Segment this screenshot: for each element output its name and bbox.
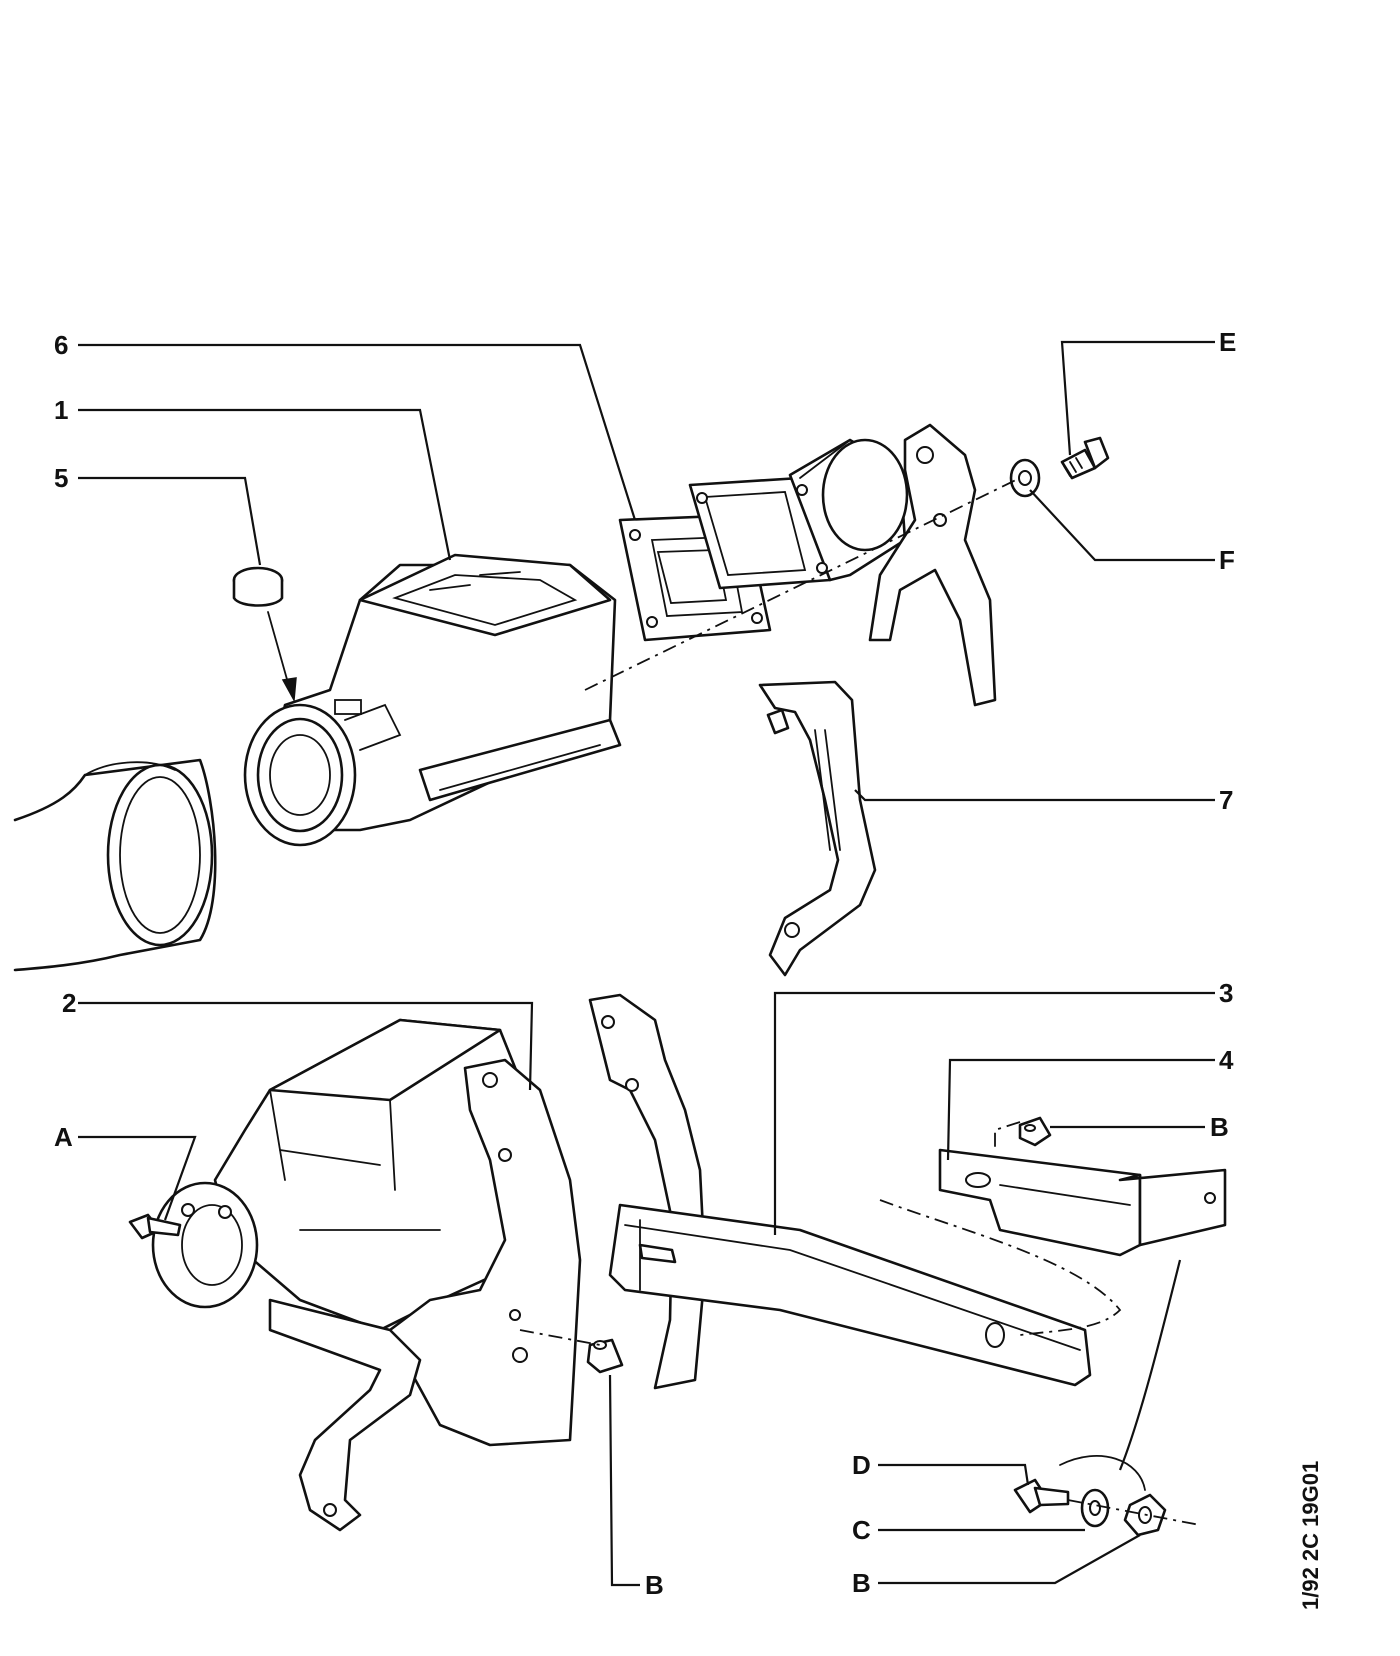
callout-1: 1 xyxy=(54,395,68,425)
callout-a: A xyxy=(54,1122,73,1152)
washer-c xyxy=(1080,1488,1110,1528)
callout-b-bottom-right: B xyxy=(852,1568,871,1598)
nut-b-left xyxy=(586,1338,624,1374)
vertical-bracket xyxy=(588,993,707,1390)
reference-code: 1/92 2C 19G01 xyxy=(1298,1461,1323,1610)
stay-arm xyxy=(268,1298,422,1532)
lower-mounting-plate xyxy=(388,1058,582,1447)
bolt-a xyxy=(128,1213,182,1240)
callout-6: 6 xyxy=(54,330,68,360)
intake-tube xyxy=(688,438,909,590)
fastener-axis-line xyxy=(1067,1499,1201,1526)
mounting-bracket-4 xyxy=(938,1148,1227,1257)
callout-4: 4 xyxy=(1219,1045,1234,1075)
support-bracket xyxy=(758,680,877,977)
bolt-d xyxy=(1013,1478,1070,1514)
callout-b-bottom-left: B xyxy=(645,1570,664,1600)
lower-axis-line-1 xyxy=(519,1329,601,1346)
callout-2: 2 xyxy=(62,988,76,1018)
air-flow-meter xyxy=(243,553,622,847)
fastener-group-curve xyxy=(1059,1455,1146,1491)
upper-mounting-bracket xyxy=(868,423,997,707)
callout-e: E xyxy=(1219,327,1236,357)
callout-3: 3 xyxy=(1219,978,1233,1008)
lower-axis-line-3 xyxy=(994,1121,1021,1150)
callout-c: C xyxy=(852,1515,871,1545)
callout-b-top: B xyxy=(1210,1112,1229,1142)
lower-axis-line-2 xyxy=(879,1199,1122,1336)
washer-f xyxy=(1009,458,1041,498)
leader-lines xyxy=(78,340,1215,1587)
air-filter-housing xyxy=(213,1018,552,1332)
collar-ring xyxy=(151,1181,259,1309)
callout-7: 7 xyxy=(1219,785,1233,815)
cap-plug xyxy=(232,566,297,703)
upper-axis-line xyxy=(584,477,1021,691)
screw-e xyxy=(1060,436,1110,480)
cross-member xyxy=(608,1203,1092,1387)
callout-d: D xyxy=(852,1450,871,1480)
callout-5: 5 xyxy=(54,463,68,493)
intake-hose xyxy=(13,758,217,972)
callout-f: F xyxy=(1219,545,1235,575)
nut-b-top xyxy=(1018,1116,1052,1147)
